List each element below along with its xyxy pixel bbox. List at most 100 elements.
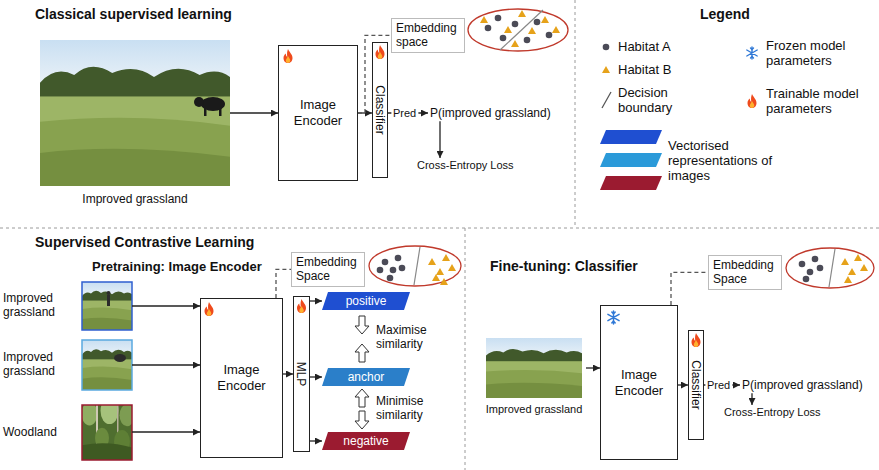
- habitat-a-point: [399, 265, 406, 272]
- photo-node: Improved grassland: [40, 40, 230, 206]
- node-text: P(improved grassland): [742, 378, 863, 392]
- hollow-arrow: [355, 316, 369, 334]
- habitat-b-point: [432, 274, 440, 281]
- habitat-a-point: [817, 265, 824, 272]
- mlp-box: MLP: [293, 296, 310, 452]
- cow-leg: [219, 108, 222, 116]
- loss-text: Cross-Entropy Loss: [415, 158, 522, 173]
- flame-icon: [376, 45, 385, 59]
- habitat-b-point: [528, 27, 536, 34]
- divider-line: [0, 228, 879, 229]
- edge-label: Pred: [393, 107, 416, 119]
- person-head: [107, 291, 111, 295]
- classifier-box: Classifier: [372, 42, 388, 178]
- node-text: Cross-Entropy Loss: [724, 406, 821, 418]
- embedding-label: Embedding Space: [708, 255, 782, 290]
- similarity-note: Maximise similarity: [376, 324, 448, 352]
- hollow-arrow: [355, 411, 369, 429]
- node-text: Embedding space: [396, 21, 457, 49]
- node-text: Improved grassland: [82, 192, 187, 206]
- arrow-connector: [310, 376, 322, 377]
- vector-sample: [600, 153, 662, 167]
- contrastive-photos: [82, 282, 135, 460]
- node-text: Embedding Space: [296, 255, 357, 283]
- edge-label: Pred: [707, 379, 730, 391]
- grassland-photo: [82, 340, 132, 390]
- flame-icon: [748, 94, 757, 108]
- node-text: Image Encoder: [283, 97, 353, 128]
- cow-head: [194, 97, 204, 107]
- arrow-connector: [751, 393, 752, 405]
- person-figure: [107, 295, 110, 306]
- node-text: Woodland: [3, 426, 77, 440]
- habitat-a-point: [534, 19, 541, 26]
- vector-sample: [600, 176, 662, 190]
- photo-frame: [82, 340, 132, 390]
- dashed-connector: [671, 272, 708, 305]
- edge-label-box: Pred: [705, 379, 732, 391]
- embedding-ellipse: [369, 246, 461, 286]
- flame-icon: [692, 333, 701, 347]
- habitat-a-point: [799, 261, 806, 268]
- habitat-b-point: [442, 254, 450, 261]
- node-text: Image Encoder: [205, 362, 278, 393]
- classifier-box: Classifier: [688, 330, 704, 440]
- top-photo: [40, 40, 230, 186]
- embedding-ellipse: [468, 9, 568, 51]
- boundary-line: [414, 247, 420, 285]
- node-text: Improved grassland: [3, 351, 77, 379]
- parallelogram-fill: [322, 432, 410, 450]
- habitat-a-point: [382, 259, 389, 266]
- vector-parallelogram: anchor: [322, 368, 410, 386]
- photo-frame: [82, 405, 132, 460]
- embedding-outline: [369, 246, 461, 286]
- photo-node: Improved grassland: [3, 282, 132, 330]
- legend-text: Habitat A: [618, 39, 671, 54]
- legend-entry: Habitat B: [618, 62, 728, 77]
- habitat-a-point: [803, 276, 810, 283]
- finetune-photo: [486, 338, 582, 398]
- habitat-b-point: [541, 16, 549, 23]
- flame-icon: [205, 302, 214, 316]
- node-text: positive: [346, 295, 387, 307]
- habitat-a-point: [546, 32, 553, 39]
- habitat-b-point: [436, 268, 444, 275]
- flame-icon: [297, 299, 306, 313]
- node-text: Classifier: [689, 360, 703, 409]
- label-text: Legend: [700, 6, 750, 22]
- habitat-b-point: [480, 16, 488, 23]
- similarity-note: Minimise similarity: [376, 395, 448, 423]
- photo-node: Woodland: [3, 405, 132, 460]
- arrow-connector: [283, 373, 293, 374]
- node-text: Improved grassland: [486, 403, 583, 416]
- boundary-sample: [602, 92, 611, 108]
- cow-leg: [204, 108, 207, 116]
- label-text: Fine-tuning: Classifier: [490, 258, 638, 274]
- habitat-b-point: [854, 254, 862, 261]
- node-text: Cross-Entropy Loss: [417, 159, 514, 171]
- node-text: Classifier: [373, 85, 387, 134]
- legend-title: Legend: [700, 6, 750, 22]
- habitat-b-point: [504, 26, 512, 33]
- prediction-text: P(improved grassland): [740, 377, 871, 393]
- habitat-a-point: [495, 15, 502, 22]
- embedding-outline: [468, 9, 568, 51]
- habitat-a-point: [812, 256, 819, 263]
- animal-figure: [114, 354, 126, 362]
- vector-parallelogram: negative: [322, 432, 410, 450]
- habitat-b-point: [518, 10, 526, 17]
- grassland-photo: [40, 40, 230, 186]
- habitat-b-point: [848, 268, 856, 275]
- node-text: Image Encoder: [605, 367, 673, 398]
- photo-node: Improved grassland: [3, 340, 132, 390]
- habitat-a-point: [807, 269, 814, 276]
- legend-entry: Frozen model parameters: [766, 38, 871, 68]
- arrow-connector: [132, 431, 200, 432]
- habitat-a-point: [485, 25, 492, 32]
- node-text: MLP: [295, 362, 309, 387]
- woodland-photo: [82, 398, 135, 460]
- label-text: Classical supervised learning: [35, 6, 232, 22]
- boundary-line: [829, 249, 835, 287]
- image-encoder: Image Encoder: [200, 298, 283, 458]
